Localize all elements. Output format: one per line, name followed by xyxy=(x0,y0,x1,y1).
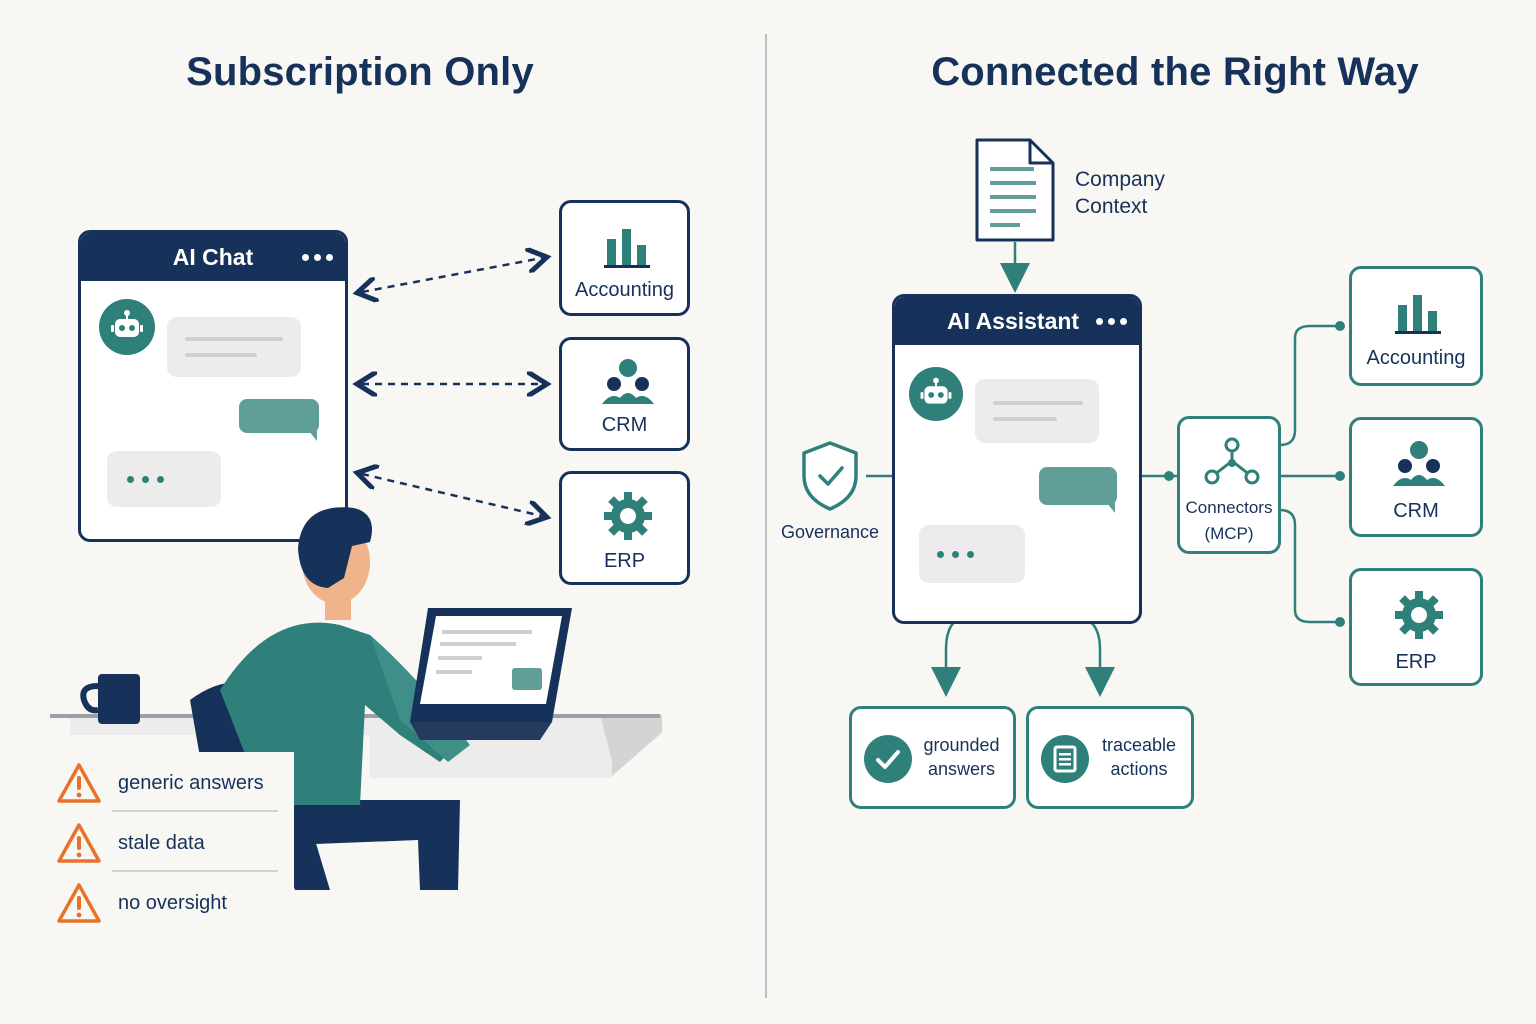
warning-divider xyxy=(112,870,278,872)
left-title: Subscription Only xyxy=(186,50,534,94)
typing-bubble xyxy=(919,525,1025,583)
system-label: ERP xyxy=(1395,651,1437,673)
bot-message-bubble xyxy=(167,317,301,377)
system-crm-left: CRM xyxy=(559,337,690,451)
user-message-bubble xyxy=(1039,467,1117,513)
gear-icon xyxy=(604,492,652,540)
connectors-label: Connectors (MCP) xyxy=(1185,498,1273,543)
system-accounting-left: Accounting xyxy=(559,200,690,316)
ai-assistant-header: AI Assistant xyxy=(895,297,1139,345)
system-erp-right: ERP xyxy=(1349,568,1483,686)
more-icon xyxy=(1096,297,1127,345)
warning-icon xyxy=(57,883,101,923)
bot-message-bubble xyxy=(975,379,1099,443)
people-icon xyxy=(1393,441,1445,486)
user-message-bubble xyxy=(239,399,319,441)
typing-bubble xyxy=(107,451,221,507)
ai-chat-header: AI Chat xyxy=(81,233,345,281)
ai-assistant-title: AI Assistant xyxy=(947,307,1080,334)
warning-label: no oversight xyxy=(118,891,227,914)
warnings-panel xyxy=(40,752,294,942)
bar-chart-icon xyxy=(604,229,650,268)
typing-indicator-icon xyxy=(127,476,164,483)
system-label: Accounting xyxy=(1366,347,1466,369)
document-icon xyxy=(975,138,1055,242)
outcome-traceable-actions: traceable actions xyxy=(1026,706,1194,809)
system-erp-left: ERP xyxy=(559,471,690,585)
system-crm-right: CRM xyxy=(1349,417,1483,537)
bot-avatar-icon xyxy=(99,299,155,355)
right-title: Connected the Right Way xyxy=(931,50,1419,94)
ai-chat-window: AI Chat xyxy=(78,230,348,542)
log-document-icon xyxy=(1041,735,1089,783)
bot-avatar-icon xyxy=(909,367,963,421)
panel-divider xyxy=(765,34,767,998)
shield-check-icon xyxy=(802,441,858,511)
system-label: CRM xyxy=(1393,500,1439,522)
outcome-label: grounded answers xyxy=(923,735,1000,779)
checkmark-icon xyxy=(864,735,912,783)
gear-icon xyxy=(1395,591,1443,639)
warning-item: no oversight xyxy=(56,882,227,924)
connectors-mcp-box: Connectors (MCP) xyxy=(1177,416,1281,554)
system-label: CRM xyxy=(601,414,648,436)
system-accounting-right: Accounting xyxy=(1349,266,1483,386)
outcome-label: traceable actions xyxy=(1101,735,1177,779)
warning-divider xyxy=(112,810,278,812)
ai-assistant-window: AI Assistant xyxy=(892,294,1142,624)
warning-label: generic answers xyxy=(118,771,264,794)
warning-label: stale data xyxy=(118,831,205,854)
ai-chat-title: AI Chat xyxy=(172,243,254,270)
warning-icon xyxy=(57,823,101,863)
warning-icon xyxy=(57,763,101,803)
company-context-label: Company Context xyxy=(1075,168,1165,218)
governance-label: Governance xyxy=(780,522,880,542)
network-icon xyxy=(1204,437,1260,485)
warning-item: generic answers xyxy=(56,762,264,804)
warning-item: stale data xyxy=(56,822,205,864)
outcome-grounded-answers: grounded answers xyxy=(849,706,1016,809)
system-label: ERP xyxy=(603,550,646,572)
dashed-arrows xyxy=(350,240,560,530)
system-label: Accounting xyxy=(575,279,674,301)
people-icon xyxy=(602,359,654,404)
more-icon xyxy=(302,233,333,281)
bar-chart-icon xyxy=(1395,295,1441,334)
typing-indicator-icon xyxy=(937,551,974,558)
